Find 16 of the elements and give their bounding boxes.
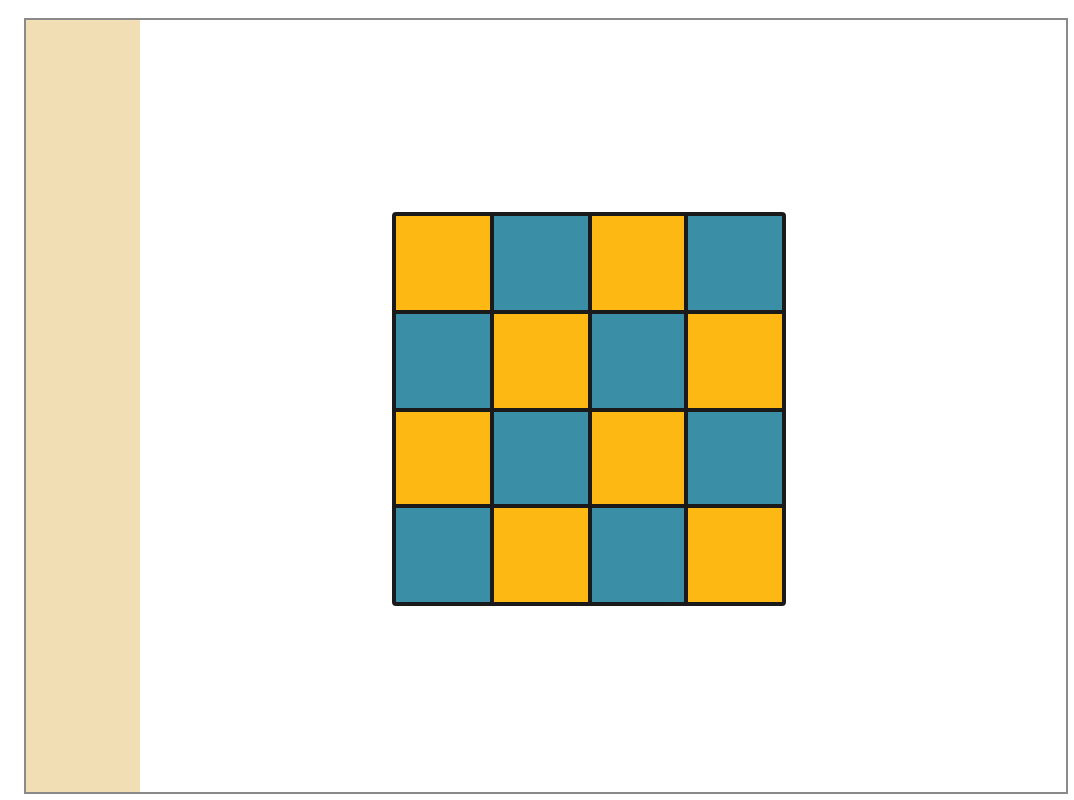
grid-square [493, 313, 587, 407]
grid-square [396, 216, 490, 310]
grid-square [688, 216, 782, 310]
grid-square [396, 411, 490, 505]
grid-square [493, 216, 587, 310]
grid-square [396, 313, 490, 407]
grid-square [396, 508, 490, 602]
grid-square [688, 411, 782, 505]
grid-square [493, 411, 587, 505]
grid-square [591, 313, 685, 407]
grid-square [591, 216, 685, 310]
grid-square [688, 313, 782, 407]
grid-square [591, 508, 685, 602]
grid-square [591, 411, 685, 505]
grid-square [493, 508, 587, 602]
grid-square [688, 508, 782, 602]
